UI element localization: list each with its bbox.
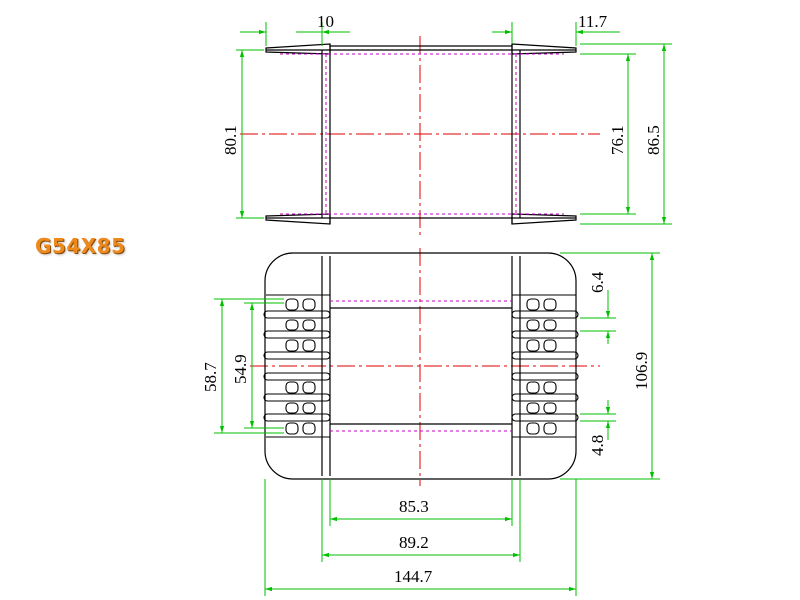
top-view-dimensions bbox=[236, 22, 672, 225]
dim-top-flange-right: 11.7 bbox=[578, 12, 608, 31]
flange-outer-frame bbox=[264, 252, 577, 480]
left-pin-slots bbox=[263, 294, 331, 438]
dim-slot-width: 4.8 bbox=[588, 435, 607, 456]
dim-outer-slot-span: 58.7 bbox=[201, 362, 220, 392]
dim-top-overall-height: 86.5 bbox=[644, 125, 663, 155]
dim-top-inner-height: 80.1 bbox=[221, 125, 240, 155]
dim-overall-height: 106.9 bbox=[632, 352, 651, 390]
part-title: G54X85 bbox=[35, 234, 126, 258]
dim-flange-width: 89.2 bbox=[399, 533, 429, 552]
dim-top-window-height: 76.1 bbox=[608, 125, 627, 155]
top-view bbox=[240, 36, 600, 236]
bottom-flange-outline bbox=[265, 213, 577, 225]
front-view bbox=[250, 248, 600, 486]
right-pin-slots bbox=[511, 294, 579, 438]
top-flange-outline bbox=[265, 43, 577, 55]
dim-top-flange-left: 10 bbox=[317, 12, 334, 31]
dim-inner-width: 85.3 bbox=[399, 497, 429, 516]
dim-overall-width: 144.7 bbox=[394, 567, 433, 586]
dim-slot-pitch: 6.4 bbox=[588, 271, 607, 293]
dim-inner-slot-span: 54.9 bbox=[231, 354, 250, 384]
front-view-dimensions bbox=[214, 252, 660, 596]
